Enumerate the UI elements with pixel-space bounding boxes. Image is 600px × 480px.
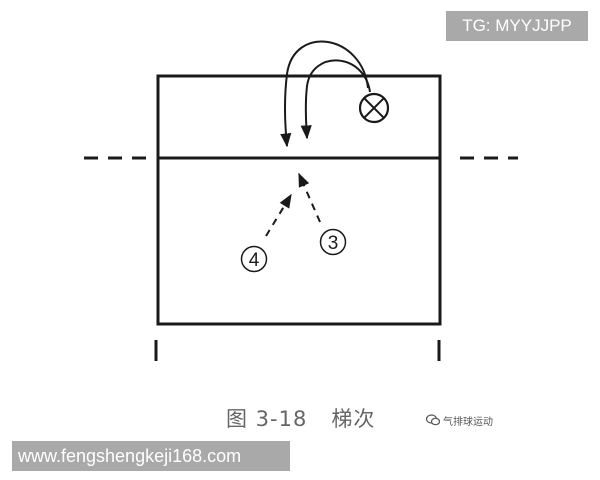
source-mark: 气排球运动 [426, 412, 493, 428]
watermark-top: TG: MYYJJPP [446, 11, 588, 41]
wechat-icon [426, 414, 440, 426]
source-mark-label: 气排球运动 [443, 416, 493, 428]
player-3-label: 3 [328, 233, 339, 254]
player-4-label: 4 [249, 250, 260, 271]
figure-number: 图 3-18 [226, 407, 308, 431]
player-3-marker: 3 [319, 228, 347, 256]
figure-caption: 图 3-18 梯次 [226, 404, 375, 434]
player-3-run-arrow [298, 172, 321, 223]
trajectory-arrow-inner [300, 59, 371, 140]
trajectory-arrow-outer [280, 40, 369, 148]
player-4-marker: 4 [240, 245, 268, 273]
court-boundary [156, 74, 442, 326]
watermark-bottom: www.fengshengkeji168.com [12, 441, 290, 471]
player-4-run-arrow [265, 193, 292, 237]
figure-title: 梯次 [331, 407, 376, 431]
target-icon [358, 92, 390, 124]
